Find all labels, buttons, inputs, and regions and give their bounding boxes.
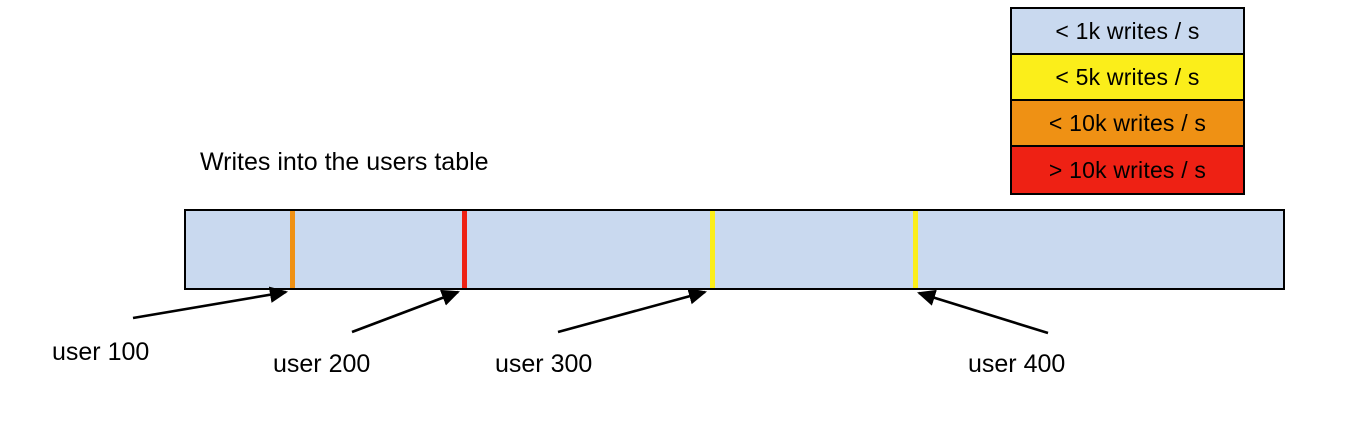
stripe-user-200 (462, 211, 467, 288)
legend-label-under-5k: < 5k writes / s (1055, 63, 1200, 90)
legend-label-over-10k: > 10k writes / s (1048, 156, 1207, 183)
label-user-300: user 300 (495, 350, 593, 378)
label-user-200: user 200 (273, 350, 371, 378)
arrow-user-400 (917, 289, 1049, 335)
legend-label-under-10k: < 10k writes / s (1048, 109, 1207, 136)
legend-row-under-5k: < 5k writes / s (1012, 55, 1243, 101)
legend-row-over-10k: > 10k writes / s (1012, 147, 1243, 193)
arrow-user-300 (557, 288, 708, 334)
label-user-400: user 400 (968, 350, 1066, 378)
legend-row-under-10k: < 10k writes / s (1012, 101, 1243, 147)
legend-label-under-1k: < 1k writes / s (1055, 17, 1200, 44)
stripe-user-400 (913, 211, 918, 288)
legend-row-under-1k: < 1k writes / s (1012, 9, 1243, 55)
stripe-user-300 (710, 211, 715, 288)
stripe-user-100 (290, 211, 295, 288)
label-user-100: user 100 (52, 338, 150, 366)
chart-title: Writes into the users table (200, 148, 489, 176)
arrow-user-200 (351, 289, 460, 334)
arrow-user-100 (132, 286, 289, 320)
writes-legend: < 1k writes / s < 5k writes / s < 10k wr… (1010, 7, 1245, 195)
users-table-bar (184, 209, 1285, 290)
